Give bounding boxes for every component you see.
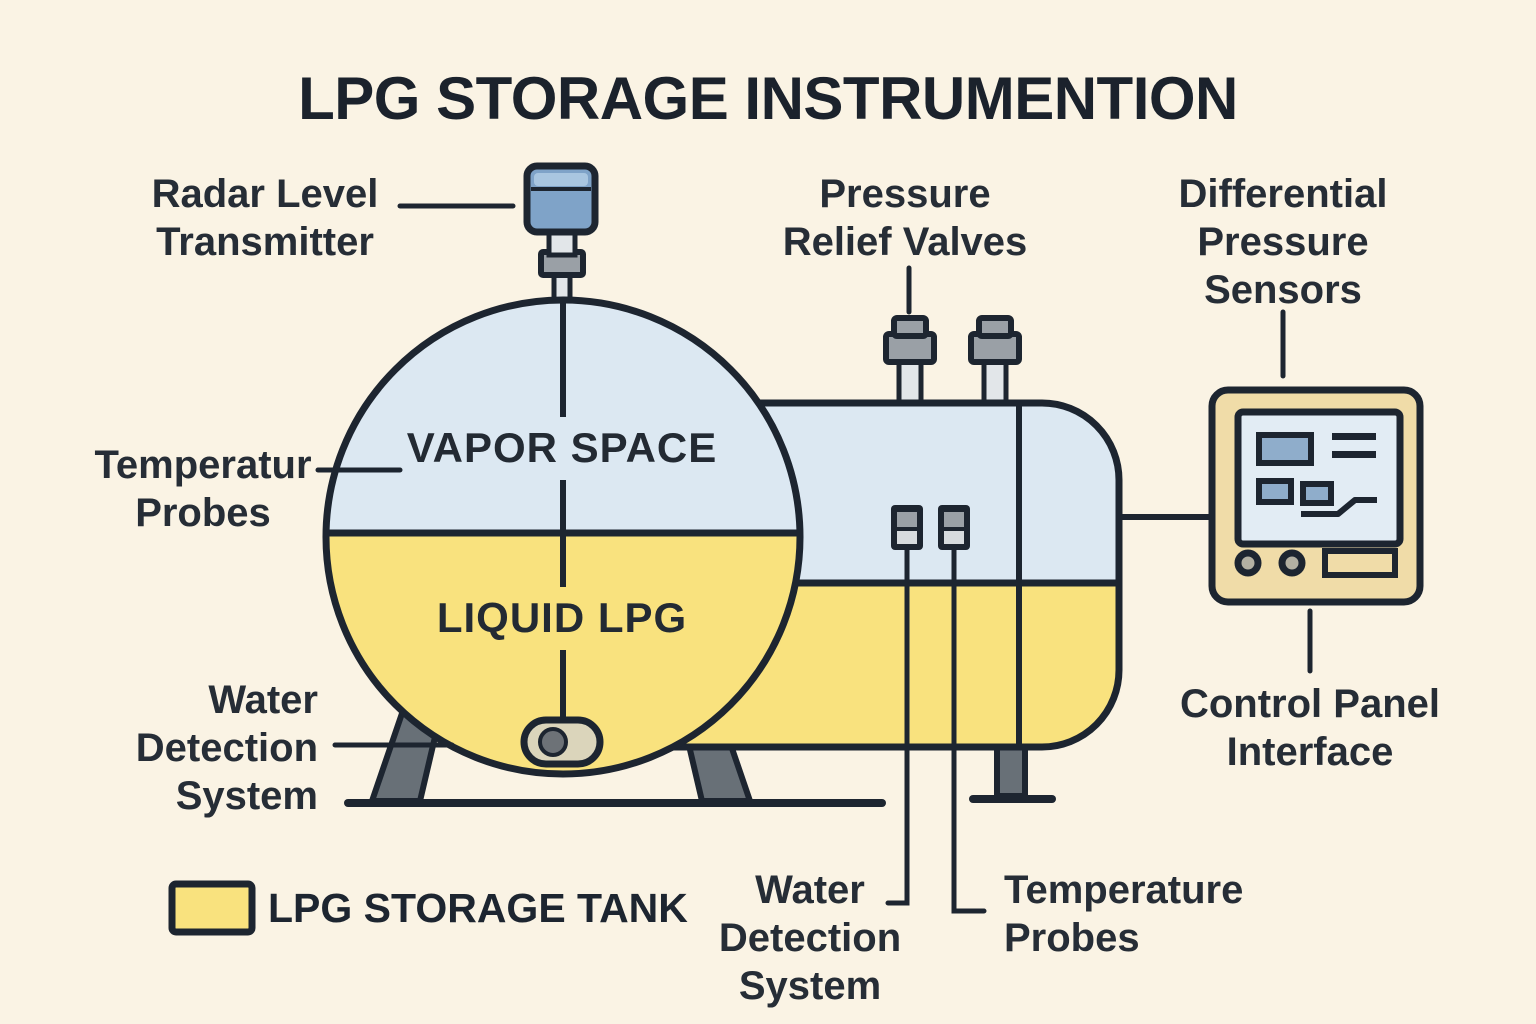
screen-text-bar [1332, 433, 1376, 440]
panel-slot [1322, 548, 1398, 578]
vapor-space-label: VAPOR SPACE [406, 424, 718, 471]
valve-stem [896, 355, 924, 409]
valve-stem [981, 355, 1009, 409]
label-radar-level-transmitter: Radar Level Transmitter [151, 172, 379, 264]
panel-knob [1234, 549, 1262, 577]
valve-cap [976, 315, 1014, 339]
tank-sensor-icon [891, 505, 923, 550]
screen-readout-small [1256, 478, 1294, 505]
circle-outline [322, 296, 804, 778]
label-temperature-probes-left: Temperatur Probes [94, 443, 312, 535]
sensor-window-top [944, 512, 964, 527]
label-differential-pressure-sensors: Differential Pressure Sensors [1178, 172, 1388, 312]
transmitter-stripe [534, 173, 588, 186]
valve-cap [891, 315, 929, 339]
legend-label: LPG STORAGE TANK [268, 885, 688, 931]
leader-temperature-bottom [951, 547, 987, 914]
tank-sensor-icon [938, 505, 970, 550]
screen-readout-large [1256, 432, 1314, 466]
sensor-window-bottom [944, 531, 964, 544]
capsule-port [538, 727, 568, 757]
label-water-detection-left: Water Detection System [135, 678, 318, 818]
legend-swatch [168, 880, 256, 936]
liquid-lpg-label: LIQUID LPG [436, 594, 688, 641]
label-temperature-probes-bottom: Temperature Probes [1004, 868, 1244, 960]
panel-knob [1278, 549, 1306, 577]
pressure-relief-valve-icon [883, 315, 937, 409]
control-panel-icon [1208, 386, 1424, 606]
screen-readout-small [1300, 481, 1334, 506]
sensor-window-bottom [897, 531, 917, 544]
sensor-window-top [897, 512, 917, 527]
tank-body-outline [636, 399, 1123, 751]
leader-water-bottom [885, 547, 910, 906]
radar-level-transmitter-icon [523, 162, 599, 309]
label-control-panel-interface: Control Panel Interface [1179, 682, 1441, 774]
label-pressure-relief-valves: Pressure Relief Valves [782, 172, 1028, 264]
page-title: LPG STORAGE INSTRUMENTION [298, 65, 1238, 132]
screen-trend-line [1301, 497, 1377, 517]
label-water-detection-bottom: Water Detection System [718, 868, 902, 1008]
water-detection-capsule-icon [520, 716, 604, 768]
pressure-relief-valve-icon [968, 315, 1022, 409]
screen-text-bar [1332, 451, 1376, 458]
